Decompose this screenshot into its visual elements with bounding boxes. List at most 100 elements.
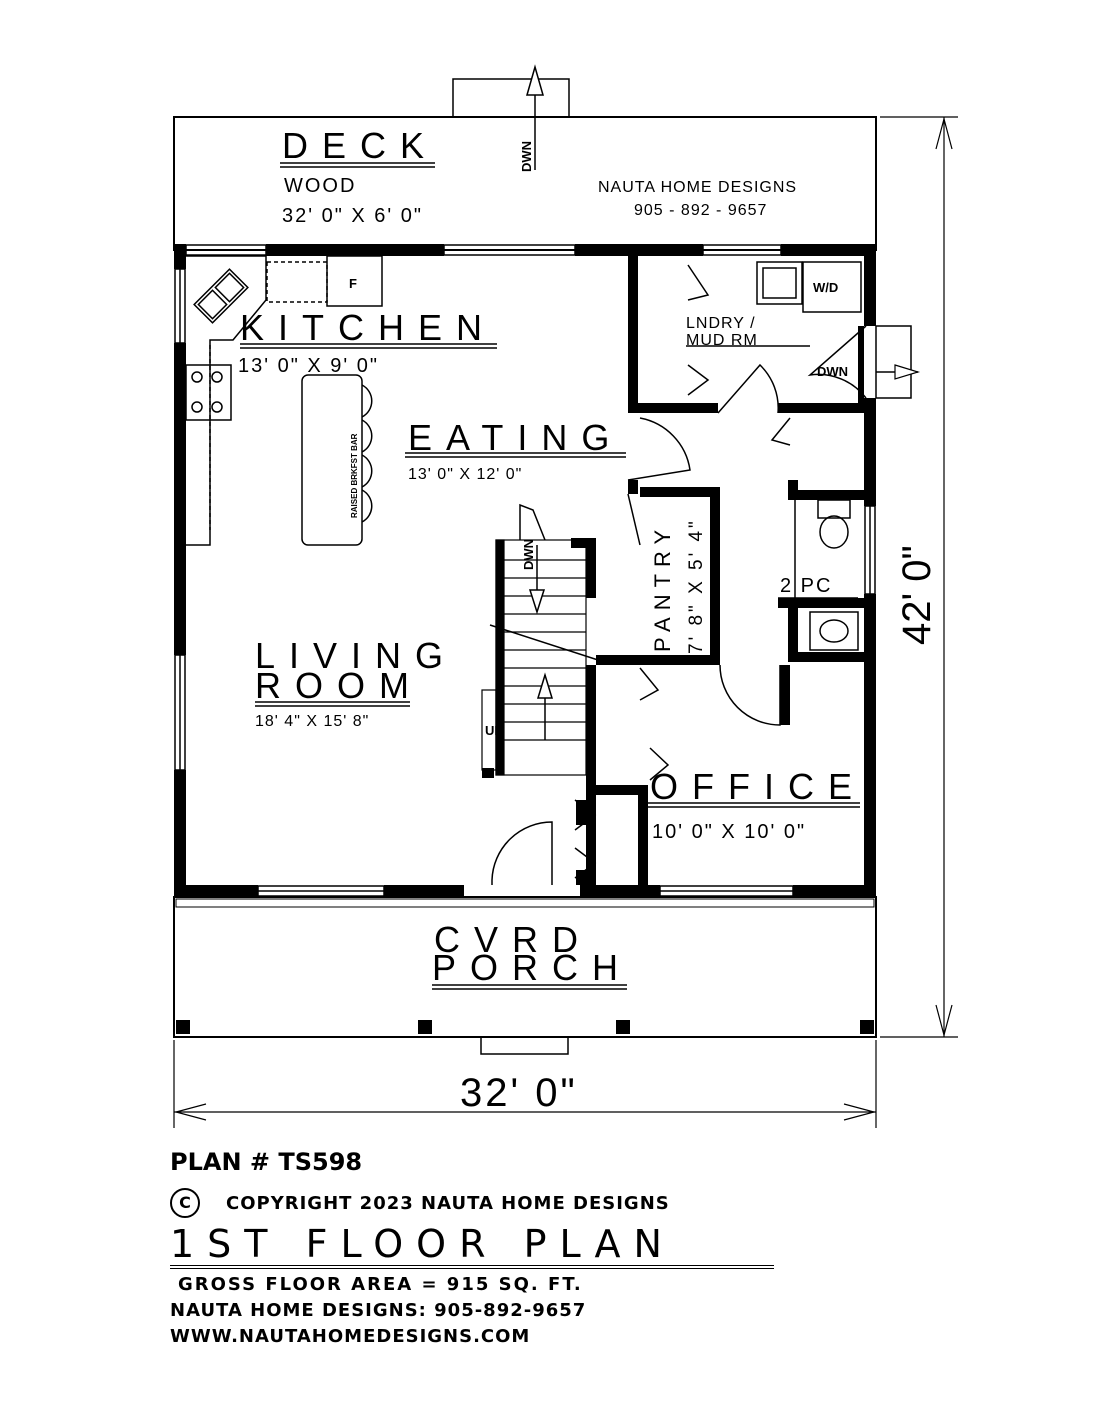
laundry-name-2: MUD RM (686, 332, 758, 349)
stair-down-label: DWN (521, 539, 536, 570)
kitchen-fixtures (185, 255, 383, 546)
office-name: OFFICE (650, 766, 866, 807)
porch-area (173, 896, 877, 1055)
stamp-company: NAUTA HOME DESIGNS (598, 179, 797, 196)
deck-name: DECK (282, 125, 438, 166)
sink-basin-icon (819, 619, 849, 643)
wall-segment (586, 785, 646, 795)
wall-segment (781, 244, 876, 256)
fridge-label: F (349, 276, 357, 291)
bar-stool (361, 454, 373, 488)
fridge (326, 255, 383, 307)
breakfast-bar (301, 374, 363, 546)
range-stove (185, 364, 232, 421)
wall-segment (174, 885, 258, 897)
wall-segment (798, 490, 864, 500)
wall-segment (576, 870, 586, 885)
wall-segment (778, 403, 876, 413)
closet-door (687, 264, 710, 301)
depth-dimension: 42' 0" (895, 545, 939, 645)
wall-segment (628, 403, 718, 413)
wall-segment (482, 768, 494, 778)
front-door (491, 821, 553, 885)
washer-dryer-label: W/D (813, 280, 838, 295)
stamp-phone: 905 - 892 - 9657 (634, 202, 767, 219)
wall-segment (864, 244, 876, 326)
wall-segment (174, 770, 186, 895)
wall-segment (576, 800, 586, 825)
wall-segment (580, 885, 660, 897)
wall-segment (174, 244, 186, 269)
wall-segment (384, 885, 464, 897)
deck-stair-label: DWN (519, 141, 534, 172)
interior-walls (482, 256, 876, 895)
wall-segment (628, 480, 638, 494)
closet-door (639, 667, 660, 701)
breakfast-bar-label: RAISED BRKFST BAR (350, 433, 359, 518)
copyright-text: COPYRIGHT 2023 NAUTA HOME DESIGNS (226, 1192, 670, 1214)
deck-material: WOOD (284, 175, 356, 197)
eating-size: 13' 0" X 12' 0" (408, 466, 522, 483)
door-swing (719, 664, 781, 726)
closet-door (687, 364, 710, 396)
stair-wall (495, 539, 505, 776)
wall-segment (788, 480, 798, 500)
porch-post (418, 1020, 432, 1034)
wall-segment (864, 398, 876, 506)
wall-segment (793, 885, 876, 897)
wall-segment (266, 244, 444, 256)
wall-segment (640, 487, 720, 497)
door-swing (627, 493, 641, 546)
closet-door (574, 799, 597, 831)
plan-number: PLAN # TS598 (170, 1148, 363, 1176)
stair-break-line (489, 624, 599, 661)
laundry-stair-label: DWN (817, 364, 848, 379)
wall-segment (586, 538, 596, 598)
bar-stool (361, 384, 373, 418)
laundry-name-1: LNDRY / (686, 315, 756, 332)
wall-segment (575, 244, 703, 256)
bar-stool (361, 489, 373, 523)
door-swing (717, 363, 779, 414)
deck-stair-arrow (526, 64, 544, 170)
dishwasher (266, 261, 328, 303)
pantry-name: PANTRY (650, 523, 675, 652)
pantry-size: 7' 8" X 5' 4" (686, 518, 707, 654)
laundry-fixtures (756, 261, 862, 313)
closet-door (649, 747, 670, 781)
toilet-bowl-icon (819, 515, 849, 549)
wall-segment (586, 665, 596, 895)
laundry-tub (756, 261, 803, 305)
staircase (481, 503, 599, 776)
living-name-1: LIVING (255, 635, 457, 676)
kitchen-counter (186, 255, 267, 546)
bar-stool (361, 419, 373, 453)
title-underline (170, 1265, 774, 1269)
porch-name-2: PORCH (432, 947, 632, 988)
living-size: 18' 4" X 15' 8" (255, 713, 369, 730)
wall-segment (571, 538, 593, 548)
wall-segment (858, 326, 864, 408)
door-swing (627, 417, 691, 481)
door-swing (807, 325, 867, 399)
wall-segment (174, 343, 186, 655)
porch-post (860, 1020, 874, 1034)
wall-segment (778, 598, 864, 608)
kitchen-name: KITCHEN (240, 307, 496, 348)
dimension-lines (173, 116, 958, 1128)
kitchen-size: 13' 0" X 9' 0" (238, 355, 379, 377)
porch-post (616, 1020, 630, 1034)
closet-door (574, 847, 597, 879)
washer-dryer (802, 261, 862, 313)
label-underlines (240, 162, 860, 990)
copyright-symbol-icon: C (170, 1188, 200, 1218)
deck-step (452, 78, 570, 118)
dwn-arrow-box (519, 503, 546, 541)
living-name-2: ROOM (255, 665, 423, 706)
stair-up-label: UP (485, 723, 503, 738)
powder-sink (809, 611, 859, 651)
contact-info: NAUTA HOME DESIGNS: 905-892-9657 (170, 1300, 587, 1321)
porch-name-1: CVRD (434, 919, 592, 960)
wall-segment (628, 256, 638, 413)
